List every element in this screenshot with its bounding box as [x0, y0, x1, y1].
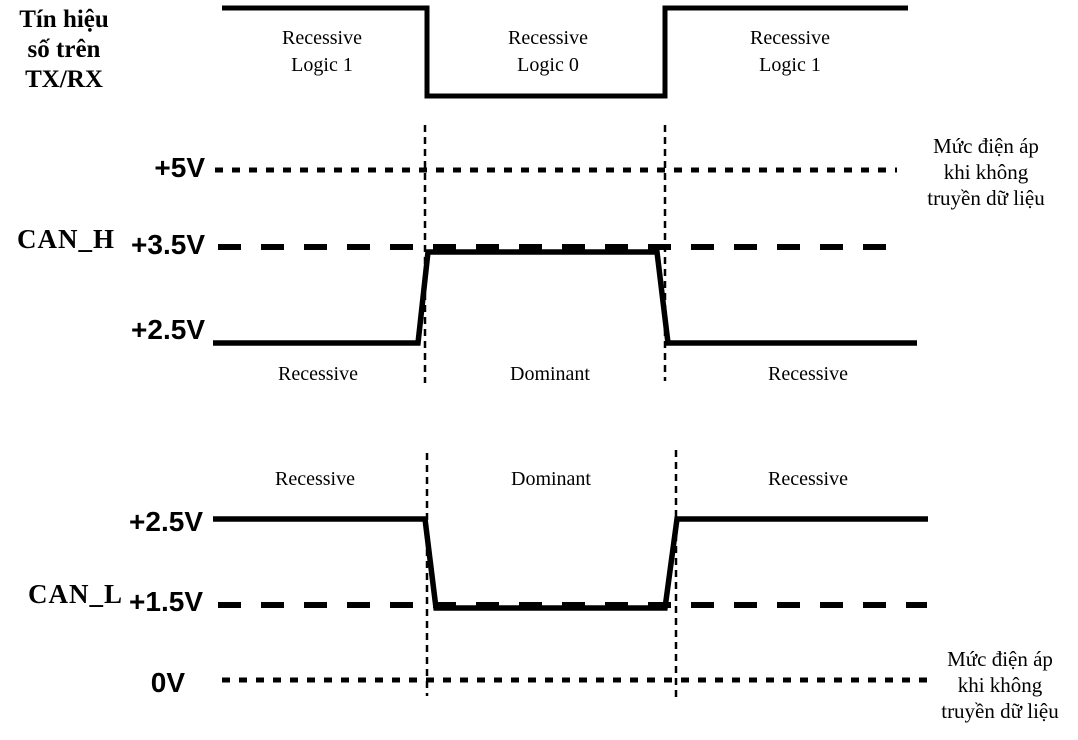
tx-axis-title: Tín hiệu số trên TX/RX	[8, 5, 120, 95]
tx-seg3-logic: Logic 1	[759, 54, 821, 76]
tx-seg2-logic: Logic 0	[517, 54, 579, 76]
canh-note-line1: Mức điện áp	[933, 134, 1039, 158]
tx-seg1-state: Recessive	[282, 27, 362, 49]
tx-segment-3-label: Recessive Logic 1	[750, 25, 830, 79]
canh-segment-3-label: Recessive	[768, 363, 848, 385]
tx-segment-2-label: Recessive Logic 0	[508, 25, 588, 79]
canh-note-line2: khi không	[943, 160, 1029, 184]
canl-2v5-label: +2.5V	[129, 506, 203, 537]
canl-idle-voltage-note: Mức điện áp khi không truyền dữ liệu	[941, 646, 1059, 724]
tx-segment-1-label: Recessive Logic 1	[282, 25, 362, 79]
canh-idle-voltage-note: Mức điện áp khi không truyền dữ liệu	[927, 133, 1045, 211]
canh-waveform-line	[213, 249, 917, 346]
canl-0v-label: 0V	[150, 667, 185, 698]
canl-segment-2-label: Dominant	[511, 468, 591, 490]
canl-note-line2: khi không	[957, 673, 1043, 697]
canh-channel-label: CAN_H	[17, 224, 115, 254]
canl-1v5-label: +1.5V	[129, 586, 203, 617]
tx-seg1-logic: Logic 1	[291, 54, 353, 76]
canl-segment-1-label: Recessive	[275, 468, 355, 490]
canl-note-line3: truyền dữ liệu	[941, 699, 1059, 723]
tx-waveform-line	[222, 5, 908, 99]
canh-segment-1-label: Recessive	[278, 363, 358, 385]
canh-note-line3: truyền dữ liệu	[927, 186, 1045, 210]
canh-segment-2-label: Dominant	[510, 363, 590, 385]
canh-2v5-label: +2.5V	[131, 314, 205, 345]
canl-segment-3-label: Recessive	[768, 468, 848, 490]
tx-axis-title-line1: Tín hiệu	[19, 6, 109, 33]
canh-5v-label: +5V	[154, 152, 205, 183]
canh-3v5-label: +3.5V	[131, 229, 205, 260]
tx-seg2-state: Recessive	[508, 27, 588, 49]
canl-channel-label: CAN_L	[28, 579, 124, 609]
tx-seg3-state: Recessive	[750, 27, 830, 49]
canl-waveform-line	[213, 516, 928, 611]
tx-axis-title-line2: số trên	[27, 36, 101, 63]
canl-note-line1: Mức điện áp	[947, 647, 1053, 671]
tx-axis-title-line3: TX/RX	[25, 66, 103, 93]
